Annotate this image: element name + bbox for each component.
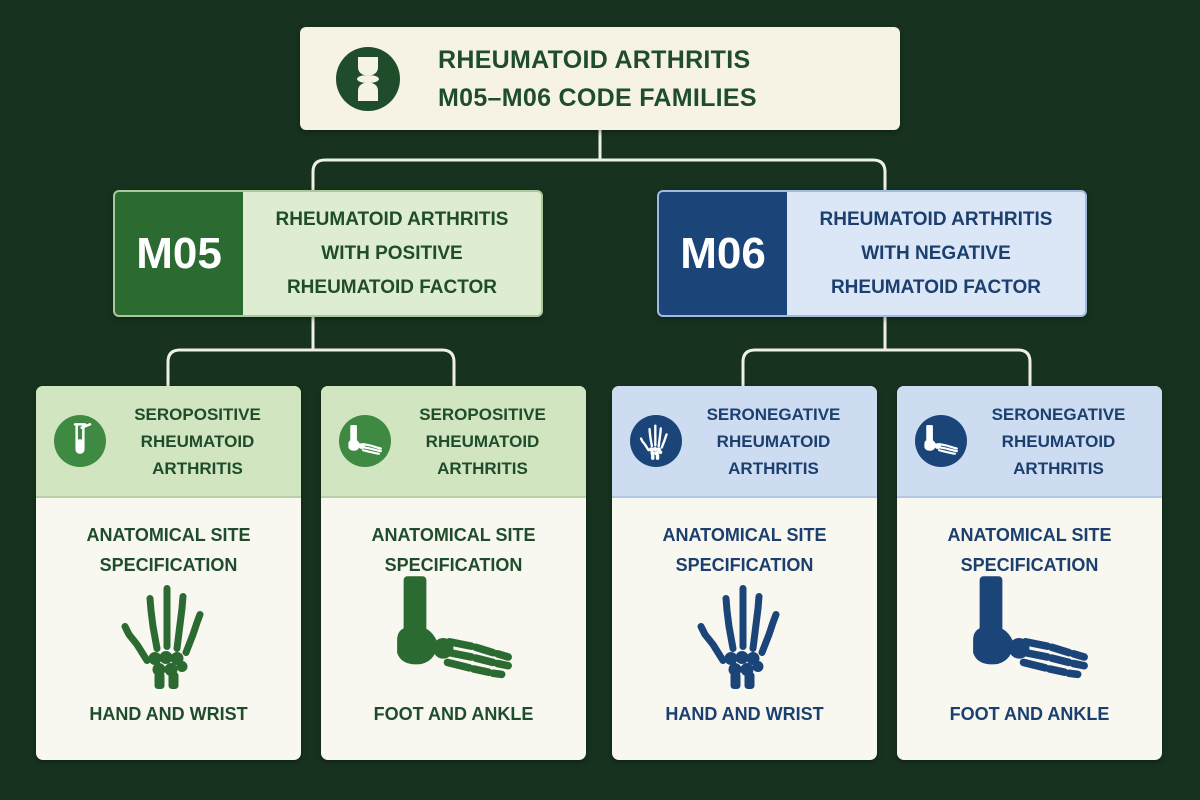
family-desc-line3: Rheumatoid Factor xyxy=(286,276,498,298)
root-title: Rheumatoid Arthritis M05–M06 Code Famili… xyxy=(438,41,757,117)
family-desc-line1: Rheumatoid Arthritis xyxy=(275,208,509,230)
family-desc-line2: with Negative xyxy=(861,242,1011,264)
spec-line1: Anatomical Site xyxy=(371,525,536,545)
card-header: Seropositive Rheumatoid Arthritis xyxy=(36,386,301,498)
card-title: Seropositive Rheumatoid Arthritis xyxy=(106,401,301,482)
foot-bones-icon xyxy=(321,576,586,691)
card-title-line3: Arthritis xyxy=(152,458,243,478)
card-title-line1: Seropositive xyxy=(419,404,546,424)
card-title: Seronegative Rheumatoid Arthritis xyxy=(682,401,877,482)
card-title-line3: Arthritis xyxy=(437,458,528,478)
spec-line1: Anatomical Site xyxy=(86,525,251,545)
card-title-line2: Rheumatoid xyxy=(1001,431,1116,451)
site-label: Hand and Wrist xyxy=(665,704,824,724)
family-code: M06 xyxy=(659,192,787,315)
site-label: Foot and Ankle xyxy=(373,704,534,724)
card-title-line1: Seronegative xyxy=(706,404,841,424)
foot-bones-icon xyxy=(897,576,1162,691)
anatomical-site-spec: Anatomical Site Specification xyxy=(897,520,1162,580)
card-seropositive-hand-wrist: Seropositive Rheumatoid Arthritis Anatom… xyxy=(36,386,301,760)
spec-line1: Anatomical Site xyxy=(662,525,827,545)
spec-line2: Specification xyxy=(960,555,1099,575)
card-title-line2: Rheumatoid xyxy=(716,431,831,451)
hand-bones-icon xyxy=(36,576,301,691)
spec-line2: Specification xyxy=(99,555,238,575)
anatomical-site-spec: Anatomical Site Specification xyxy=(321,520,586,580)
family-m05: M05 Rheumatoid Arthritis with Positive R… xyxy=(113,190,543,317)
spec-line2: Specification xyxy=(675,555,814,575)
card-header: Seronegative Rheumatoid Arthritis xyxy=(897,386,1162,498)
family-code: M05 xyxy=(115,192,243,315)
hand-bones-icon xyxy=(612,576,877,691)
root-node: Rheumatoid Arthritis M05–M06 Code Famili… xyxy=(300,27,900,130)
spec-line2: Specification xyxy=(384,555,523,575)
test-tube-icon xyxy=(54,415,106,467)
card-title: Seronegative Rheumatoid Arthritis xyxy=(967,401,1162,482)
site-label: Foot and Ankle xyxy=(949,704,1110,724)
family-desc-line3: Rheumatoid Factor xyxy=(830,276,1042,298)
site-label: Hand and Wrist xyxy=(89,704,248,724)
card-seronegative-hand-wrist: Seronegative Rheumatoid Arthritis Anatom… xyxy=(612,386,877,760)
spec-line1: Anatomical Site xyxy=(947,525,1112,545)
family-desc-line1: Rheumatoid Arthritis xyxy=(819,208,1053,230)
card-title-line3: Arthritis xyxy=(728,458,819,478)
card-seronegative-foot-ankle: Seronegative Rheumatoid Arthritis Anatom… xyxy=(897,386,1162,760)
family-description: Rheumatoid Arthritis with Positive Rheum… xyxy=(243,192,541,315)
card-header: Seropositive Rheumatoid Arthritis xyxy=(321,386,586,498)
card-title: Seropositive Rheumatoid Arthritis xyxy=(391,401,586,482)
foot-bones-icon xyxy=(339,415,391,467)
family-desc-line2: with Positive xyxy=(321,242,463,264)
root-title-line1: Rheumatoid Arthritis xyxy=(438,45,751,74)
hand-bones-icon xyxy=(630,415,682,467)
family-description: Rheumatoid Arthritis with Negative Rheum… xyxy=(787,192,1085,315)
anatomical-site-spec: Anatomical Site Specification xyxy=(36,520,301,580)
family-m06: M06 Rheumatoid Arthritis with Negative R… xyxy=(657,190,1087,317)
card-title-line3: Arthritis xyxy=(1013,458,1104,478)
card-title-line2: Rheumatoid xyxy=(140,431,255,451)
anatomical-site-spec: Anatomical Site Specification xyxy=(612,520,877,580)
card-seropositive-foot-ankle: Seropositive Rheumatoid Arthritis Anatom… xyxy=(321,386,586,760)
card-header: Seronegative Rheumatoid Arthritis xyxy=(612,386,877,498)
card-title-line2: Rheumatoid xyxy=(425,431,540,451)
joint-icon xyxy=(336,46,400,111)
root-title-line2: M05–M06 Code Families xyxy=(438,83,757,112)
card-title-line1: Seronegative xyxy=(991,404,1126,424)
foot-bones-icon xyxy=(915,415,967,467)
card-title-line1: Seropositive xyxy=(134,404,261,424)
